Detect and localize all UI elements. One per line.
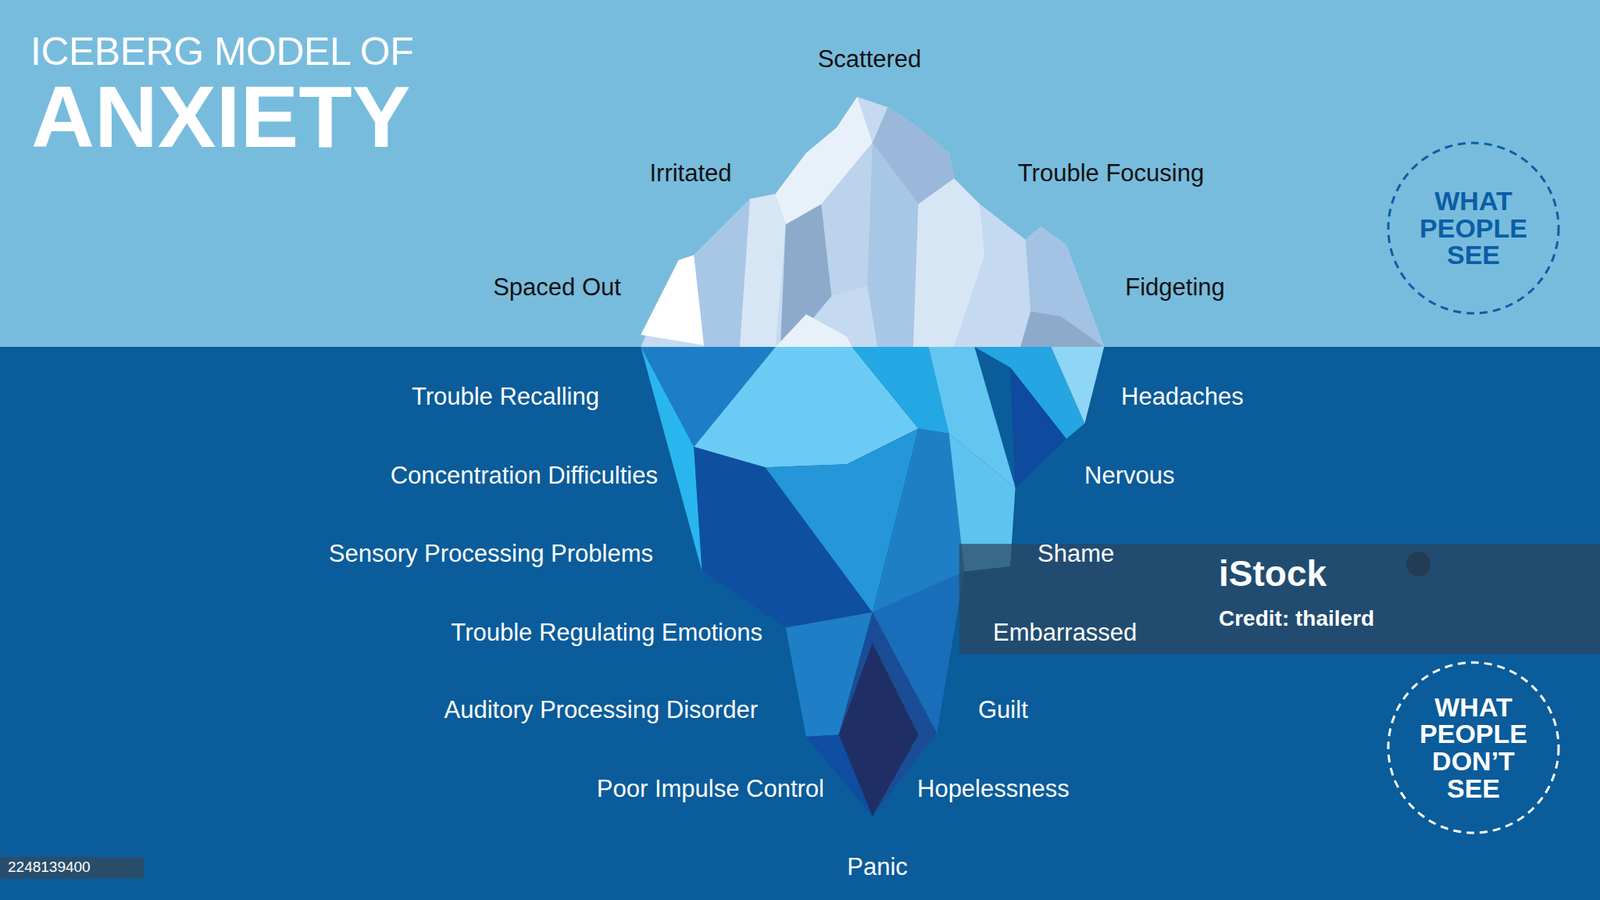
water-band (0, 346, 1600, 900)
circle-label: WHAT PEOPLE SEE (1385, 140, 1561, 316)
title: ICEBERG MODEL OF (30, 29, 414, 75)
dashed-circle: WHAT PEOPLE DON’T SEE (1385, 660, 1561, 836)
symptom-label: Spaced Out (492, 273, 622, 302)
symptom-label: Trouble Regulating Emotions (450, 618, 763, 647)
stock-id-box (0, 857, 144, 879)
iceberg-top (640, 96, 1104, 347)
symptom-label: Auditory Processing Disorder (444, 696, 758, 725)
symptom-label: Hopelessness (917, 775, 1070, 804)
symptom-label: Shame (1037, 539, 1115, 568)
circle-label: WHAT PEOPLE DON’T SEE (1385, 660, 1561, 836)
symptom-label: Headaches (1121, 382, 1244, 411)
symptom-label: Scattered (817, 45, 922, 74)
symptom-label: Irritated (649, 159, 732, 188)
watermark: iStock (1218, 553, 1327, 595)
symptom-label: Poor Impulse Control (596, 775, 825, 804)
symptom-label: Embarrassed (992, 618, 1137, 647)
symptom-label: Nervous (1084, 461, 1175, 490)
symptom-label: Guilt (978, 696, 1029, 725)
symptom-label: Fidgeting (1125, 273, 1225, 302)
title-main: ANXIETY (31, 73, 411, 161)
symptom-label: Trouble Recalling (411, 382, 600, 411)
symptom-label: Sensory Processing Problems (328, 539, 654, 568)
watermark-dot (1406, 552, 1431, 577)
symptom-label: Trouble Focusing (1017, 159, 1204, 188)
dashed-circle: WHAT PEOPLE SEE (1385, 140, 1561, 316)
sky-band (0, 0, 1600, 347)
watermark: Credit: thailerd (1218, 606, 1375, 632)
stock-id: 2248139400 (7, 858, 91, 876)
symptom-label: Concentration Difficulties (390, 461, 658, 490)
symptom-label: Panic (846, 853, 908, 882)
